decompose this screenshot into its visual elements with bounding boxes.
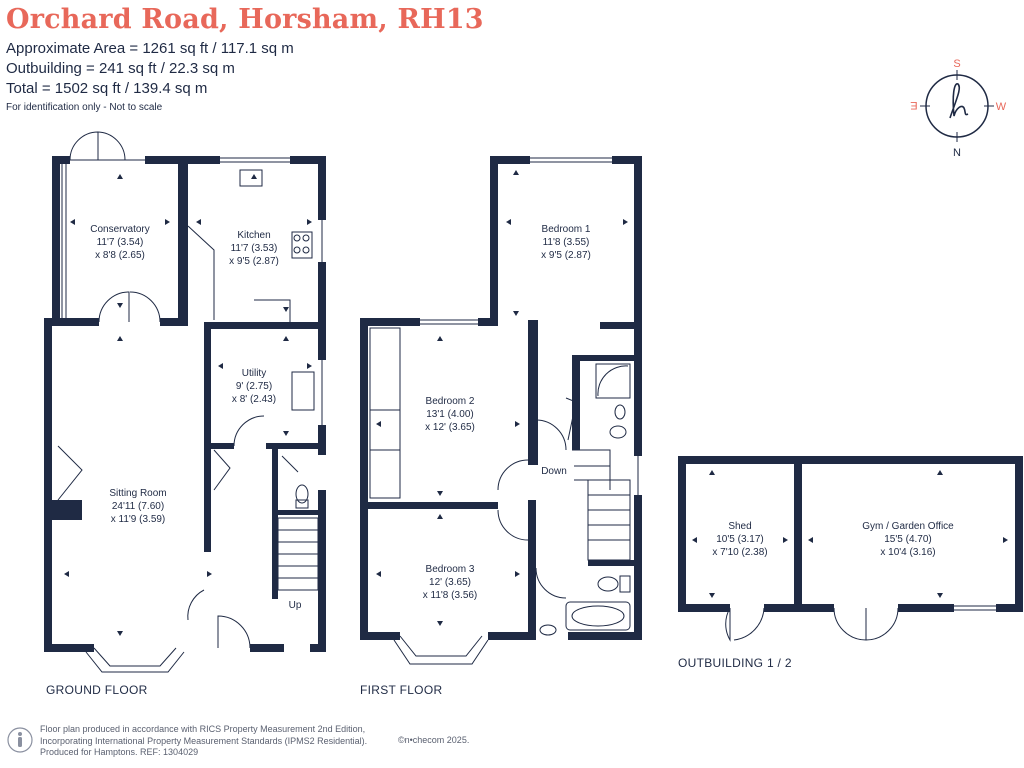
conservatory-label: Conservatory (90, 224, 149, 235)
bedroom3-dim1: 12' (3.65) (429, 577, 471, 588)
bedroom3-dim2: x 11'8 (3.56) (423, 590, 478, 601)
compass-icon: S N E W (910, 58, 1007, 159)
approx-area: Approximate Area = 1261 sq ft / 117.1 sq… (6, 40, 294, 57)
total-area: Total = 1502 sq ft / 139.4 sq m (6, 80, 208, 97)
sitting-room-label: Sitting Room (109, 488, 166, 499)
utility-dim1: 9' (2.75) (236, 381, 272, 392)
bedroom1-dim2: x 9'5 (2.87) (541, 250, 591, 261)
utility-label: Utility (242, 368, 266, 379)
fixtures (57, 131, 996, 673)
bedroom3-label: Bedroom 3 (426, 564, 475, 575)
sitting-room-dim2: x 11'9 (3.59) (111, 514, 166, 525)
gym-dim1: 15'5 (4.70) (884, 534, 932, 545)
outbuilding-label: OUTBUILDING 1 / 2 (678, 656, 792, 670)
kitchen-label: Kitchen (237, 230, 270, 241)
outbuilding-area: Outbuilding = 241 sq ft / 22.3 sq m (6, 60, 235, 77)
bedroom1-label: Bedroom 1 (542, 224, 591, 235)
brand-credit: ©n•checom 2025. (398, 735, 470, 745)
sitting-room-dim1: 24'11 (7.60) (112, 501, 164, 512)
footer-text: Floor plan produced in accordance with R… (40, 724, 367, 759)
utility-dim2: x 8' (2.43) (232, 394, 276, 405)
bedroom1-dim1: 11'8 (3.55) (543, 237, 590, 248)
gym-label: Gym / Garden Office (862, 521, 954, 532)
compass-west: W (996, 101, 1007, 113)
footer-line-3: Produced for Hamptons. REF: 1304029 (40, 747, 199, 757)
page-title: Orchard Road, Horsham, RH13 (6, 4, 484, 35)
first-floor-label: FIRST FLOOR (360, 683, 442, 697)
shed-dim1: 10'5 (3.17) (716, 534, 764, 545)
bedroom2-label: Bedroom 2 (426, 396, 475, 407)
shed-label: Shed (728, 521, 751, 532)
dimension-arrows (64, 170, 1008, 636)
bedroom2-dim1: 13'1 (4.00) (426, 409, 474, 420)
person-icon (7, 727, 33, 753)
bedroom2-dim2: x 12' (3.65) (425, 422, 475, 433)
identification-note: For identification only - Not to scale (6, 102, 163, 113)
footer-line-2: Incorporating International Property Mea… (40, 735, 368, 746)
footer-line-1: Floor plan produced in accordance with R… (40, 724, 366, 734)
gym-dim2: x 10'4 (3.16) (880, 547, 935, 558)
conservatory-dim2: x 8'8 (2.65) (95, 250, 145, 261)
walls (44, 156, 1023, 652)
compass-south: S (953, 58, 960, 70)
stairs-up-label: Up (289, 600, 302, 611)
compass-north: N (953, 147, 961, 159)
ground-floor-label: GROUND FLOOR (46, 683, 148, 697)
kitchen-dim2: x 9'5 (2.87) (229, 256, 279, 267)
kitchen-dim1: 11'7 (3.53) (231, 243, 278, 254)
stairs-down-label: Down (541, 466, 567, 477)
compass-east: E (910, 99, 917, 111)
conservatory-dim1: 11'7 (3.54) (97, 237, 144, 248)
shed-dim2: x 7'10 (2.38) (712, 547, 767, 558)
